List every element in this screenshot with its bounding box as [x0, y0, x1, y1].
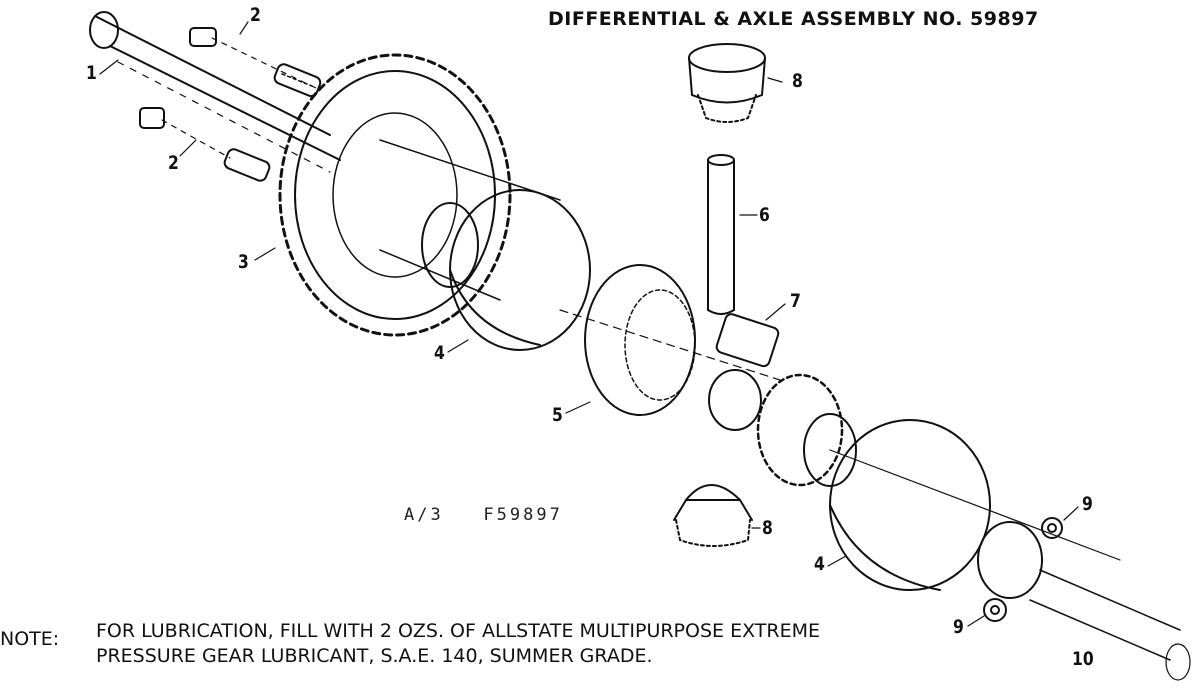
callout-8-top: 8 — [792, 70, 803, 92]
differential-case-part-4-left — [379, 139, 591, 351]
bolt-part-9-upper — [1041, 517, 1063, 539]
cross-pin-part-6 — [707, 154, 735, 315]
axle-shaft-part-1 — [89, 11, 341, 173]
callout-6: 6 — [759, 204, 770, 226]
drawing-code: A/3 F59897 — [404, 505, 563, 525]
callout-leaders — [99, 21, 1079, 627]
differential-case-part-4-right — [829, 419, 1121, 599]
callout-5: 5 — [552, 404, 563, 426]
callout-10: 10 — [1072, 648, 1094, 670]
callout-8-bottom: 8 — [762, 517, 773, 539]
diagram-title: DIFFERENTIAL & AXLE ASSEMBLY NO. 59897 — [548, 8, 1039, 30]
axle-shaft-part-10 — [1029, 569, 1191, 681]
callout-9-lower: 9 — [953, 616, 964, 638]
pinion-gear-part-8-top — [688, 43, 766, 123]
pin-part-2-lower — [139, 107, 271, 182]
callout-2-lower: 2 — [168, 152, 179, 174]
ring-gear-part-3 — [278, 53, 512, 337]
pin-part-2-upper — [189, 27, 322, 98]
note-label: NOTE: — [0, 628, 60, 650]
callout-4-right: 4 — [814, 553, 825, 575]
gear-carrier-part-5 — [559, 264, 781, 431]
callout-9-upper: 9 — [1082, 493, 1093, 515]
side-gear — [756, 373, 857, 487]
bolt-part-9-lower — [983, 598, 1007, 622]
callout-7: 7 — [790, 290, 801, 312]
note-line-1: FOR LUBRICATION, FILL WITH 2 OZS. OF ALL… — [96, 620, 820, 642]
pinion-gear-part-8-bottom — [673, 484, 753, 547]
note-line-2: PRESSURE GEAR LUBRICANT, S.A.E. 140, SUM… — [96, 645, 653, 667]
callout-2-upper: 2 — [250, 4, 261, 26]
callout-3: 3 — [238, 251, 249, 273]
callout-1: 1 — [86, 62, 97, 84]
callout-4-left: 4 — [434, 342, 445, 364]
thrust-block-part-7 — [715, 313, 780, 368]
